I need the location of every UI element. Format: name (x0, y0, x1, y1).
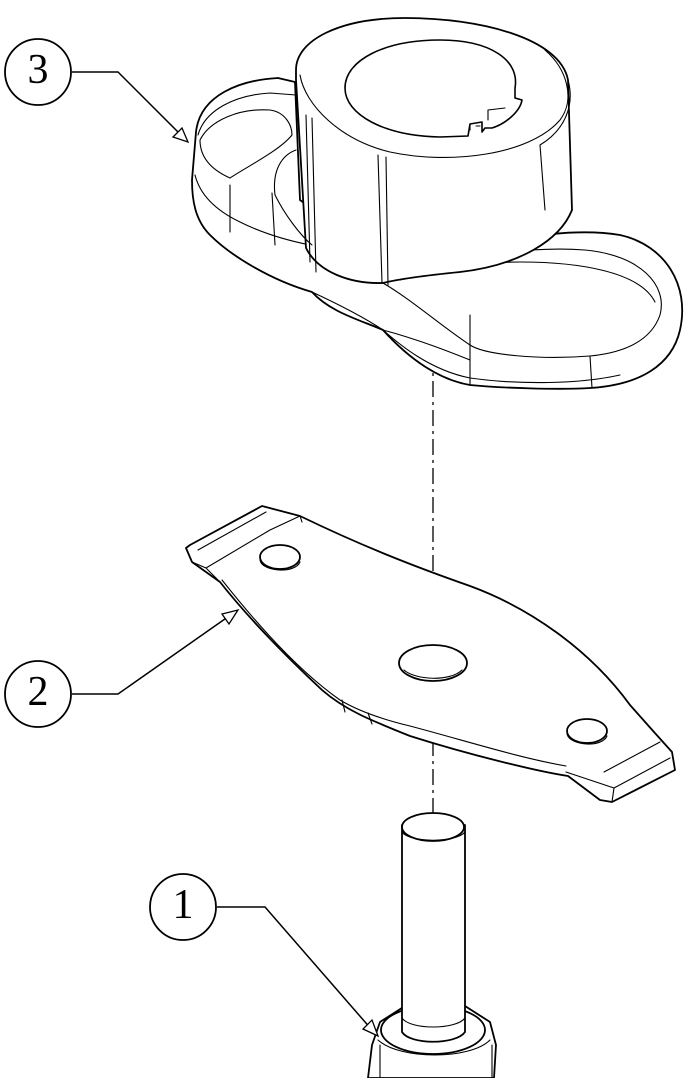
housing-boss-edge-right (539, 79, 571, 211)
housing-right-lobe-edge (382, 314, 593, 389)
housing-boss-top-face (299, 49, 569, 159)
callout-2-leader (72, 613, 233, 695)
part-plate (185, 505, 676, 803)
housing-boss-fillet (273, 149, 313, 246)
plate-left-pin (259, 544, 301, 570)
callout-2: 2 (4, 608, 240, 728)
callout-3-arrowhead (171, 126, 190, 144)
callout-1-balloon (149, 873, 217, 941)
housing-base-bottom-edge (311, 291, 621, 384)
housing-base-flange-left-lower (229, 184, 276, 246)
callout-1-leader (217, 906, 373, 1031)
plate-center-hole-inner (403, 669, 463, 679)
housing-base-flange-left (194, 174, 311, 246)
housing-base-top-edge (197, 92, 297, 136)
housing-bore-key-slot (469, 107, 506, 131)
callout-3-number: 3 (28, 47, 49, 93)
callout-2-balloon (4, 660, 72, 728)
housing-boss (295, 17, 573, 284)
housing-base-left-pad (199, 109, 293, 179)
bolt-shank (401, 824, 466, 1043)
callout-2-arrowhead (220, 608, 240, 626)
plate-bend-lines (299, 515, 373, 725)
bolt-shank-chamfer (401, 831, 466, 841)
part-bolt (367, 812, 497, 1078)
plate-right-pin (566, 718, 608, 744)
plate-right-tab (565, 741, 671, 803)
callout-3-balloon (4, 38, 72, 106)
callout-2-number: 2 (28, 669, 49, 715)
callout-1-number: 1 (173, 882, 194, 928)
housing-bore (344, 39, 523, 138)
housing-boss-seam-mid (377, 154, 389, 286)
housing-boss-seam-left (305, 114, 317, 273)
plate-center-hole (398, 644, 468, 682)
plate-right-pin-base (566, 733, 608, 745)
plate-left-tab (191, 511, 301, 581)
bolt-shank-base (401, 1017, 466, 1028)
plate-left-pin-base (259, 559, 301, 571)
bolt-hex-faces (377, 1039, 493, 1078)
part-housing (191, 17, 684, 390)
callout-3-leader (72, 71, 183, 137)
callout-1: 1 (149, 873, 380, 1038)
plate-edge-thickness (221, 579, 567, 767)
bolt-shank-end (401, 812, 465, 842)
callout-1-arrowhead (361, 1018, 380, 1038)
callout-3: 3 (4, 38, 190, 144)
